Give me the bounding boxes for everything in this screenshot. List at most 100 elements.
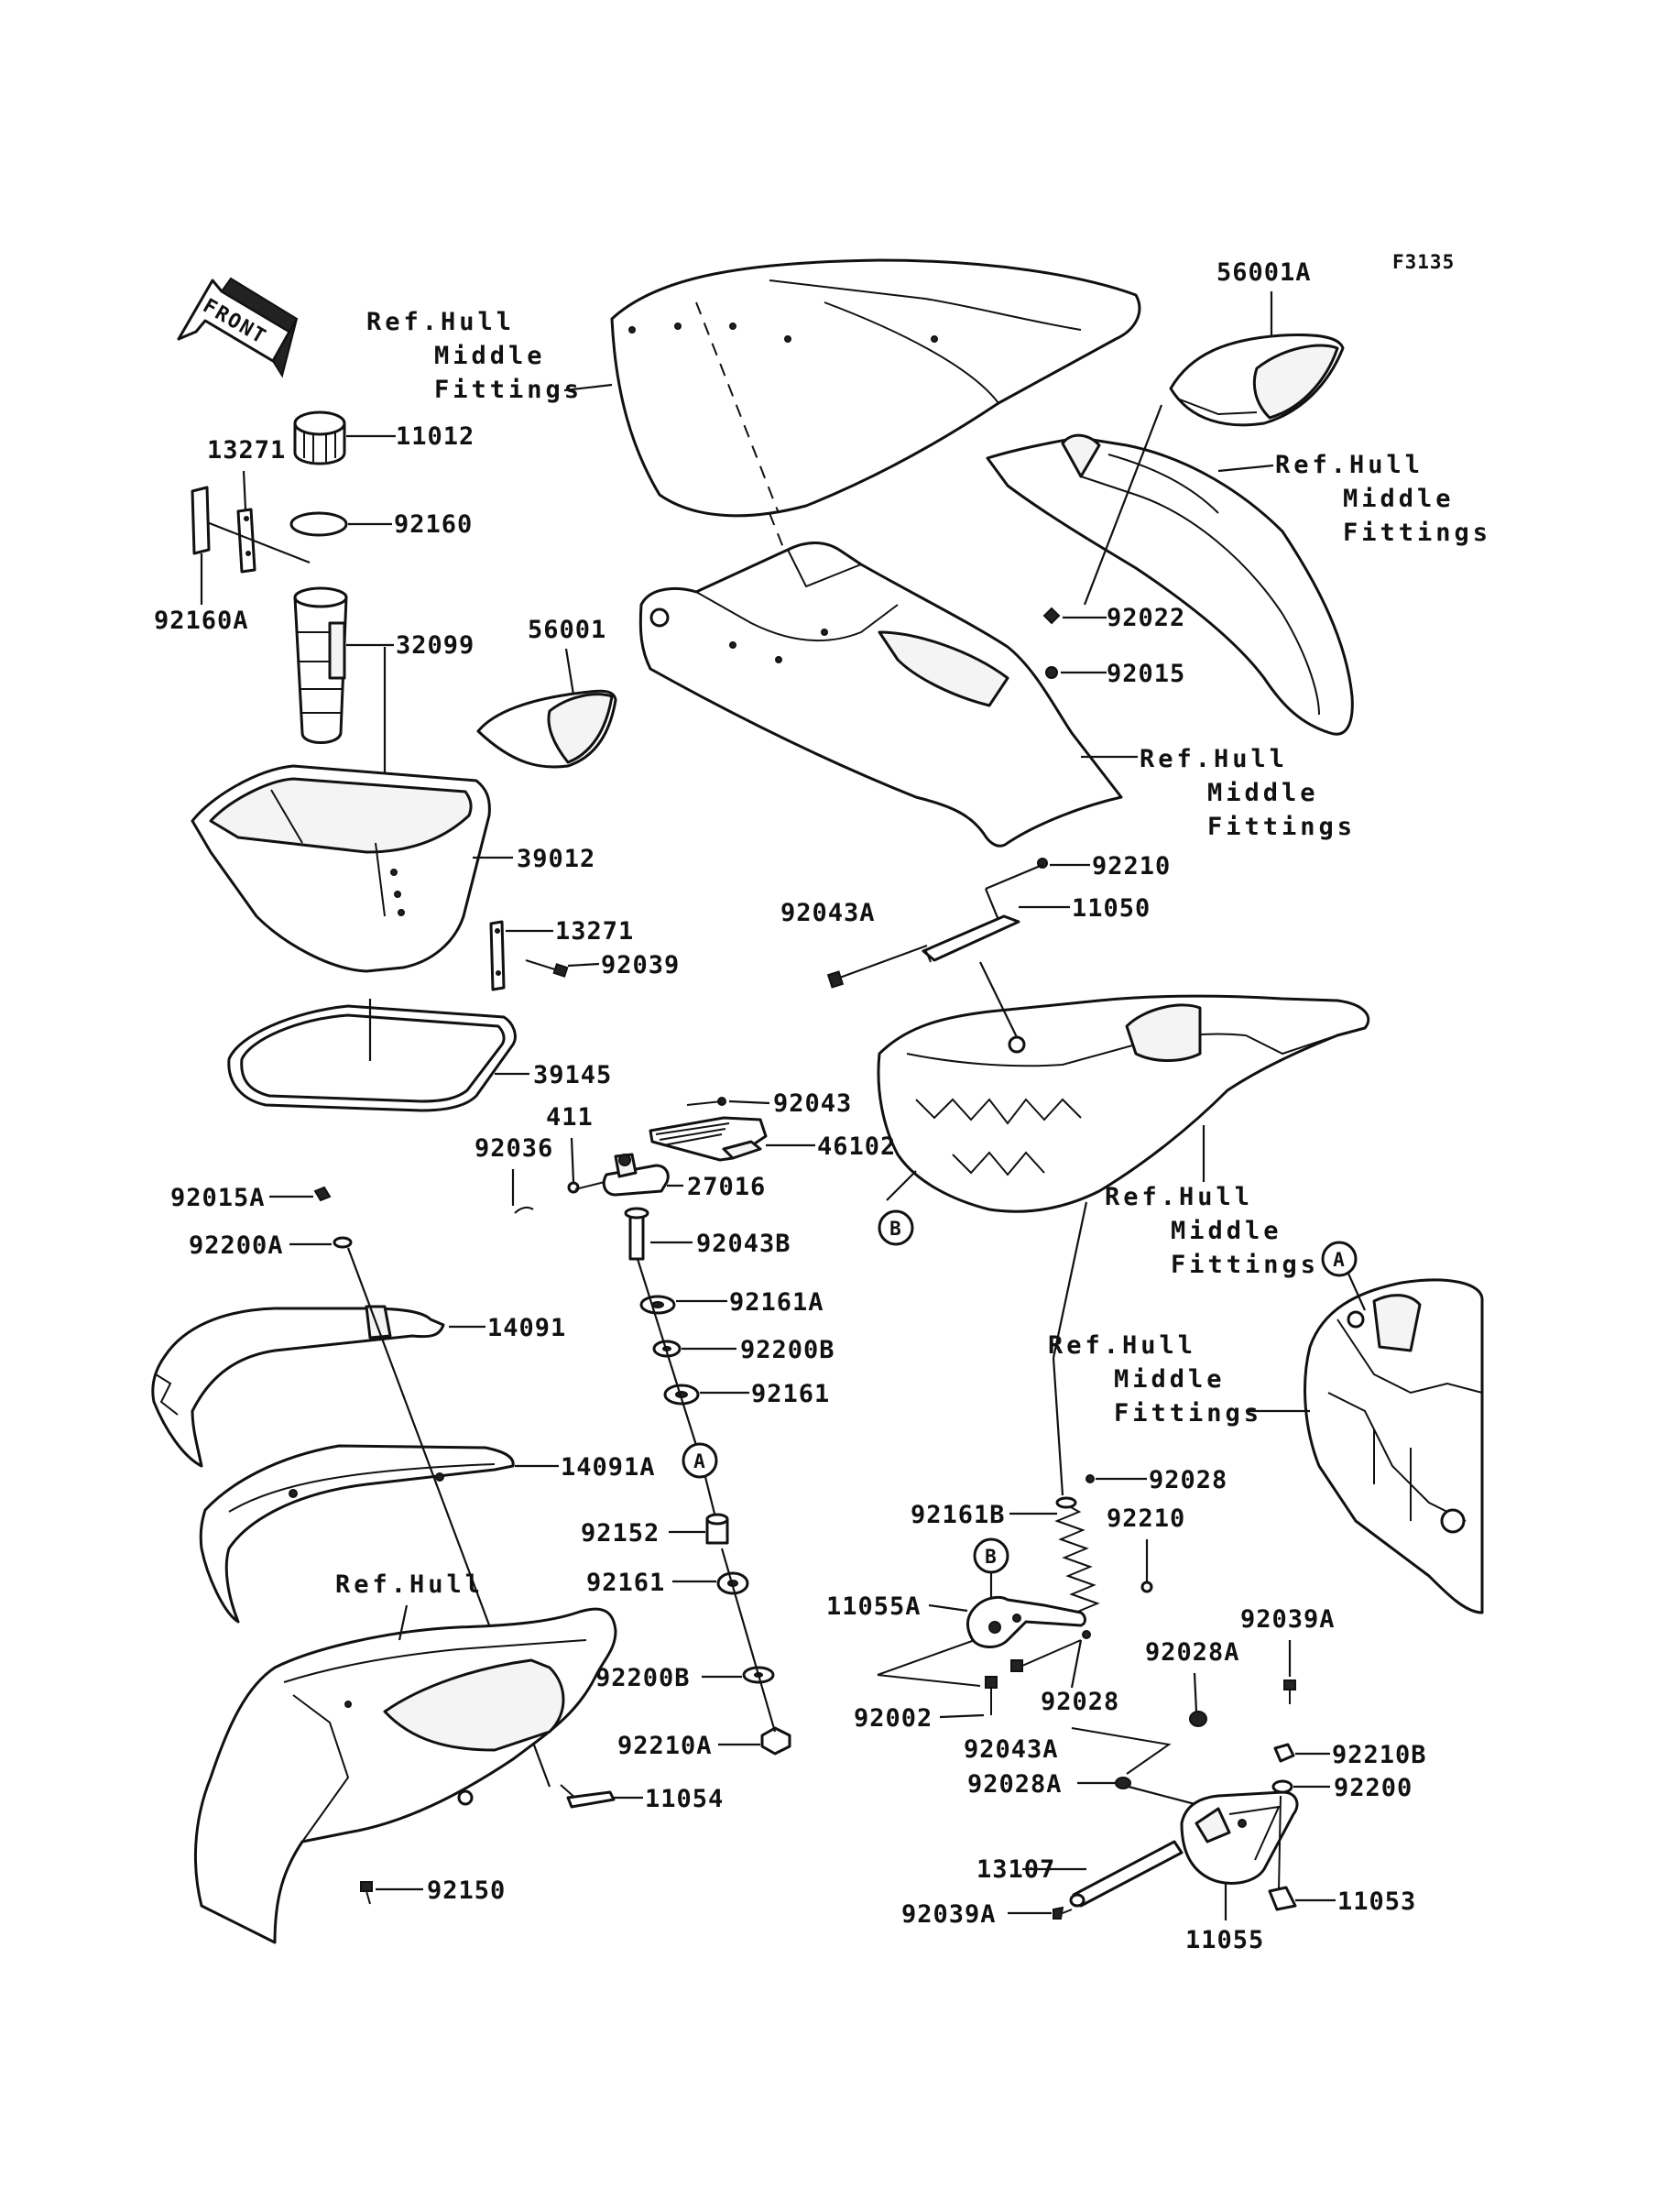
ref-hull-label: Ref.Hull xyxy=(335,1570,484,1599)
right-fender xyxy=(986,433,1354,736)
label-39012: 39012 xyxy=(517,845,595,873)
label-92002: 92002 xyxy=(854,1704,933,1733)
svg-text:Fittings: Fittings xyxy=(1343,519,1491,547)
clip-11053 xyxy=(1268,1795,1297,1911)
label-92039A-lower: 92039A xyxy=(901,1900,997,1929)
label-14091: 14091 xyxy=(487,1314,566,1342)
seat-cover xyxy=(610,258,1141,518)
label-92200B: 92200B xyxy=(740,1336,835,1364)
nut-92210B xyxy=(1273,1743,1295,1763)
label-13271: 13271 xyxy=(207,436,286,465)
rear-deck xyxy=(877,994,1370,1213)
label-92043A-lower: 92043A xyxy=(964,1735,1059,1764)
svg-text:B: B xyxy=(889,1218,902,1240)
gasket-39145 xyxy=(227,1004,517,1112)
bolt-92043A xyxy=(826,945,928,989)
stud-92043B xyxy=(624,1207,649,1261)
marker-a xyxy=(1321,1241,1358,1277)
label-56001A: 56001A xyxy=(1216,258,1312,287)
diagram-code: F3135 xyxy=(1392,251,1455,273)
svg-text:Middle: Middle xyxy=(1171,1217,1282,1245)
label-92161: 92161 xyxy=(751,1380,830,1408)
washer-icon xyxy=(1042,607,1061,625)
label-92161-lower: 92161 xyxy=(586,1569,665,1597)
nut-icon xyxy=(1045,666,1058,679)
svg-text:Fittings: Fittings xyxy=(434,376,583,404)
label-92161B: 92161B xyxy=(911,1501,1006,1529)
label-92039: 92039 xyxy=(601,951,680,979)
screw-92002 xyxy=(985,1676,998,1715)
label-92152: 92152 xyxy=(581,1519,660,1548)
rear-hull xyxy=(1304,1278,1484,1614)
label-56001: 56001 xyxy=(528,616,606,644)
label-92160A: 92160A xyxy=(154,607,249,635)
middle-side-panel xyxy=(638,542,1123,848)
svg-text:Middle: Middle xyxy=(1114,1365,1226,1394)
svg-text:Fittings: Fittings xyxy=(1171,1251,1319,1279)
storage-bin-39012 xyxy=(191,764,491,973)
marker-b xyxy=(878,1209,914,1246)
ref-hull-label: Ref.Hull Middle Fittings xyxy=(366,308,613,404)
svg-text:Ref.Hull: Ref.Hull xyxy=(1140,745,1288,773)
label-92043A: 92043A xyxy=(780,899,876,927)
label-92200: 92200 xyxy=(1334,1774,1413,1802)
latch-27016 xyxy=(602,1153,670,1197)
filler-cap-11012 xyxy=(293,410,346,465)
ref-hull-label: Ref.Hull Middle Fittings xyxy=(1217,451,1491,547)
label-92161A: 92161A xyxy=(729,1288,824,1317)
label-92200A: 92200A xyxy=(189,1231,284,1260)
ref-hull-label: Ref.Hull Middle Fittings xyxy=(1048,1331,1310,1428)
label-92028-lower: 92028 xyxy=(1041,1688,1119,1716)
front-arrow-icon: FRONT xyxy=(177,277,299,378)
cover-56001 xyxy=(476,689,617,769)
label-92015A: 92015A xyxy=(170,1184,266,1212)
label-11053: 11053 xyxy=(1337,1887,1416,1916)
tube-32099 xyxy=(293,586,348,744)
label-92036: 92036 xyxy=(475,1134,553,1163)
label-411: 411 xyxy=(546,1103,594,1132)
seat-latch-46102 xyxy=(649,1116,768,1162)
screw-92039A-lower xyxy=(1053,1906,1073,1920)
svg-text:Fittings: Fittings xyxy=(1114,1399,1262,1428)
svg-text:Fittings: Fittings xyxy=(1207,813,1356,841)
label-11012: 11012 xyxy=(396,422,475,451)
label-92028A-lower: 92028A xyxy=(967,1770,1063,1799)
handle-11055 xyxy=(1180,1790,1299,1885)
label-13107: 13107 xyxy=(976,1855,1055,1884)
label-11055A: 11055A xyxy=(826,1592,922,1621)
bracket-11050 xyxy=(922,914,1020,963)
label-92043B: 92043B xyxy=(696,1230,791,1258)
bolt-92039 xyxy=(525,959,569,978)
label-92160: 92160 xyxy=(394,510,473,539)
label-11054: 11054 xyxy=(645,1785,724,1813)
svg-text:Ref.Hull: Ref.Hull xyxy=(1275,451,1424,479)
screw-92150 xyxy=(360,1881,373,1905)
label-92022: 92022 xyxy=(1107,604,1185,632)
label-92028A: 92028A xyxy=(1145,1638,1240,1667)
washer-92028A xyxy=(1189,1711,1207,1727)
strip-13271 xyxy=(236,508,256,574)
label-32099: 32099 xyxy=(396,631,475,660)
ref-hull-label: Ref.Hull Middle Fittings xyxy=(1081,745,1356,841)
label-92210: 92210 xyxy=(1092,852,1171,881)
label-92210B: 92210B xyxy=(1332,1741,1427,1769)
label-39145: 39145 xyxy=(533,1061,612,1089)
spring-92161B xyxy=(1054,1496,1100,1614)
label-46102: 46102 xyxy=(817,1132,896,1161)
label-92200B-lower: 92200B xyxy=(595,1664,691,1692)
label-92210-lower: 92210 xyxy=(1107,1504,1185,1533)
bolt-92043A-lower xyxy=(1010,1639,1082,1672)
lower-hull xyxy=(193,1607,617,1944)
trim-14091 xyxy=(151,1305,445,1468)
svg-text:Middle: Middle xyxy=(1207,779,1319,807)
svg-text:B: B xyxy=(985,1546,998,1568)
ref-hull-label: Ref.Hull Middle Fittings xyxy=(1105,1125,1319,1279)
svg-text:Middle: Middle xyxy=(1343,485,1455,513)
svg-text:A: A xyxy=(1333,1249,1346,1271)
label-92043: 92043 xyxy=(773,1089,852,1118)
strip-13271-lower xyxy=(489,920,506,991)
svg-text:Ref.Hull: Ref.Hull xyxy=(1105,1183,1253,1211)
cover-56001A xyxy=(1169,334,1345,427)
label-11050: 11050 xyxy=(1072,894,1151,923)
